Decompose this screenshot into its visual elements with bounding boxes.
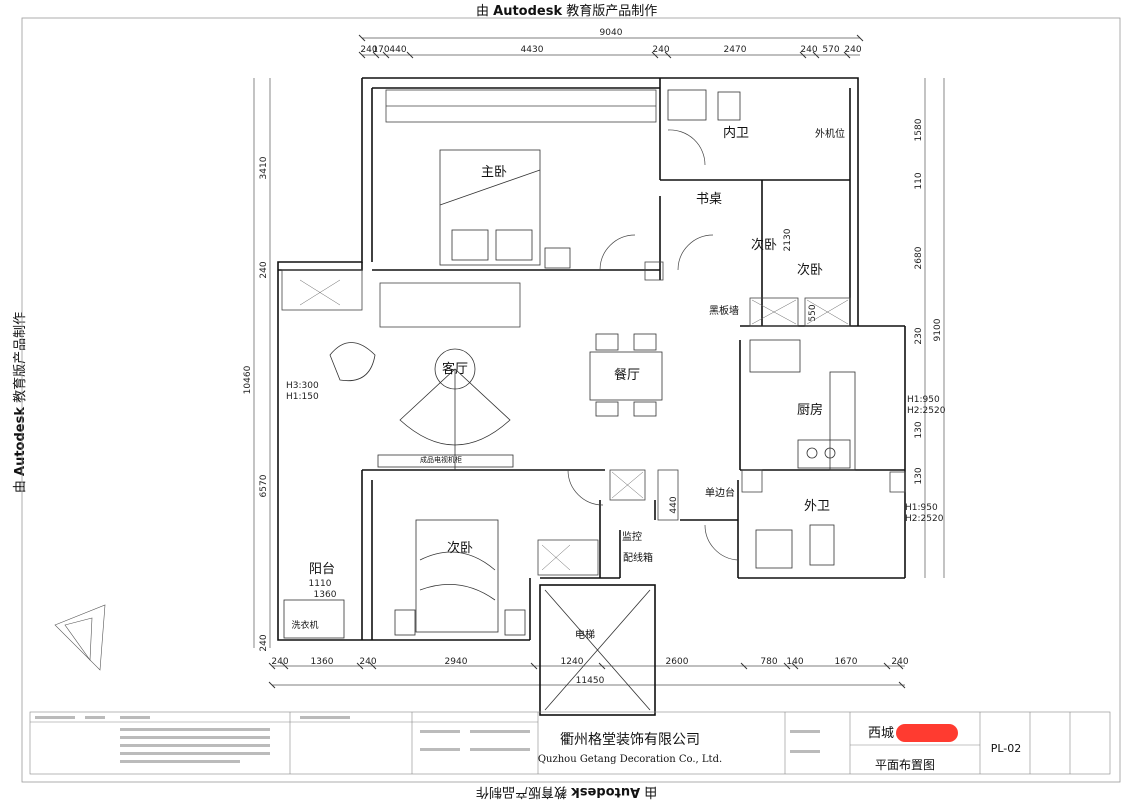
label-washer: 洗衣机 <box>291 619 318 631</box>
elevator-shaft <box>544 589 651 711</box>
title-block <box>29 711 1111 775</box>
dim-top: 4430 <box>521 45 544 55</box>
dim-bottom: 2600 <box>666 657 689 667</box>
room-desk: 书桌 <box>696 192 722 207</box>
label-tv-cabinet: 成品电视机柜 <box>420 455 462 464</box>
room-dining: 餐厅 <box>614 367 640 383</box>
dim-left: 240 <box>259 634 269 651</box>
dim-right: 2680 <box>914 246 924 269</box>
dim-top: 240 <box>652 45 669 55</box>
label-blackboard: 黑板墙 <box>709 304 739 317</box>
drawing-title: 平面布置图 <box>875 758 935 772</box>
redaction-mark <box>896 724 958 742</box>
drawing-number: PL-02 <box>991 742 1022 755</box>
svg-text:440: 440 <box>669 496 679 513</box>
room-bed2-a: 次卧 <box>751 237 777 253</box>
dim-right: 230 <box>914 327 924 344</box>
room-master: 主卧 <box>481 165 507 180</box>
dining-table <box>589 333 663 417</box>
dim-bottom: 2940 <box>445 657 468 667</box>
dim-left: 240 <box>259 261 269 278</box>
dim-bottom: 1240 <box>561 657 584 667</box>
label-monitor: 监控 <box>622 530 642 543</box>
room-outer-bath: 外卫 <box>804 499 830 514</box>
svg-text:H2:2520: H2:2520 <box>905 514 944 524</box>
dim-top: 440 <box>389 45 406 55</box>
watermark-top: 由 Autodesk 教育版产品制作 <box>476 4 658 19</box>
dim-right: 130 <box>914 467 924 484</box>
dim-top: 240 <box>844 45 861 55</box>
door-swings <box>567 129 739 561</box>
label-basin: 单边台 <box>705 486 735 499</box>
bathroom-fixtures <box>667 89 835 569</box>
master-bed <box>439 149 571 269</box>
dim-top-total: 9040 <box>600 28 623 38</box>
living-furniture <box>329 342 514 470</box>
window-hatching <box>299 279 849 571</box>
room-kitchen: 厨房 <box>797 402 823 418</box>
room-labels: 主卧 内卫 书桌 次卧 次卧 客厅 餐厅 厨房 外卫 次卧 阳台 <box>309 125 830 577</box>
drawing-frame <box>21 17 1121 783</box>
title-block-fineprint <box>35 716 820 763</box>
svg-text:H3:300: H3:300 <box>286 381 319 391</box>
svg-text:1360: 1360 <box>314 590 337 600</box>
dim-bottom: 1670 <box>835 657 858 667</box>
dim-bottom: 1360 <box>311 657 334 667</box>
height-notes: H3:300 H1:150 H1:950 H2:2520 H1:950 H2:2… <box>286 381 946 524</box>
svg-text:H1:150: H1:150 <box>286 392 319 402</box>
dim-top: 2470 <box>724 45 747 55</box>
dim-right: 1580 <box>914 118 924 141</box>
dimension-ticks <box>268 34 906 689</box>
label-ac-unit: 外机位 <box>815 127 845 140</box>
dim-right-total: 9100 <box>933 318 943 341</box>
dim-top: 170 <box>372 45 389 55</box>
room-living: 客厅 <box>442 361 468 377</box>
dim-right: 110 <box>914 172 924 189</box>
dim-bottom: 240 <box>359 657 376 667</box>
windows <box>281 89 906 576</box>
room-bed3: 次卧 <box>447 540 473 556</box>
dim-bottom: 240 <box>271 657 288 667</box>
bedroom-bed <box>394 519 526 636</box>
dim-left-total: 10460 <box>243 365 253 394</box>
dim-left: 3410 <box>259 156 269 179</box>
svg-text:H2:2520: H2:2520 <box>907 406 946 416</box>
dimension-lines <box>253 37 945 686</box>
studio-logo <box>54 604 106 671</box>
dim-top: 240 <box>800 45 817 55</box>
dim-bottom: 140 <box>786 657 803 667</box>
room-balcony: 阳台 <box>309 562 335 577</box>
kitchen-counters <box>749 339 856 471</box>
dim-bottom: 780 <box>760 657 777 667</box>
company-name-cn: 衢州格堂装饰有限公司 <box>560 731 700 748</box>
svg-text:H1:950: H1:950 <box>907 395 940 405</box>
dim-top: 240 <box>360 45 377 55</box>
inner-dimensions: 1110 1360 2130 550 440 <box>309 228 818 600</box>
walls <box>277 77 906 716</box>
room-inner-bath: 内卫 <box>723 125 749 141</box>
dim-top: 570 <box>822 45 839 55</box>
dim-bottom-total: 11450 <box>576 676 605 686</box>
svg-text:1110: 1110 <box>309 579 332 589</box>
label-elevator: 电梯 <box>575 628 595 641</box>
small-labels: 外机位 黑板墙 成品电视机柜 单边台 监控 配线箱 电梯 洗衣机 <box>291 127 845 641</box>
dim-left: 6570 <box>259 474 269 497</box>
dim-bottom: 240 <box>891 657 908 667</box>
company-name-en: Quzhou Getang Decoration Co., Ltd. <box>538 754 722 765</box>
balcony-washer <box>283 599 345 639</box>
svg-text:2130: 2130 <box>783 228 793 251</box>
dim-right: 130 <box>914 421 924 438</box>
svg-text:H1:950: H1:950 <box>905 503 938 513</box>
project-name: 西城 <box>868 726 894 741</box>
svg-text:550: 550 <box>808 304 818 321</box>
label-distribution: 配线箱 <box>623 551 653 564</box>
room-bed2-b: 次卧 <box>797 262 823 278</box>
dimension-texts: 9040 240 170 440 4430 240 2470 240 570 2… <box>243 28 943 686</box>
